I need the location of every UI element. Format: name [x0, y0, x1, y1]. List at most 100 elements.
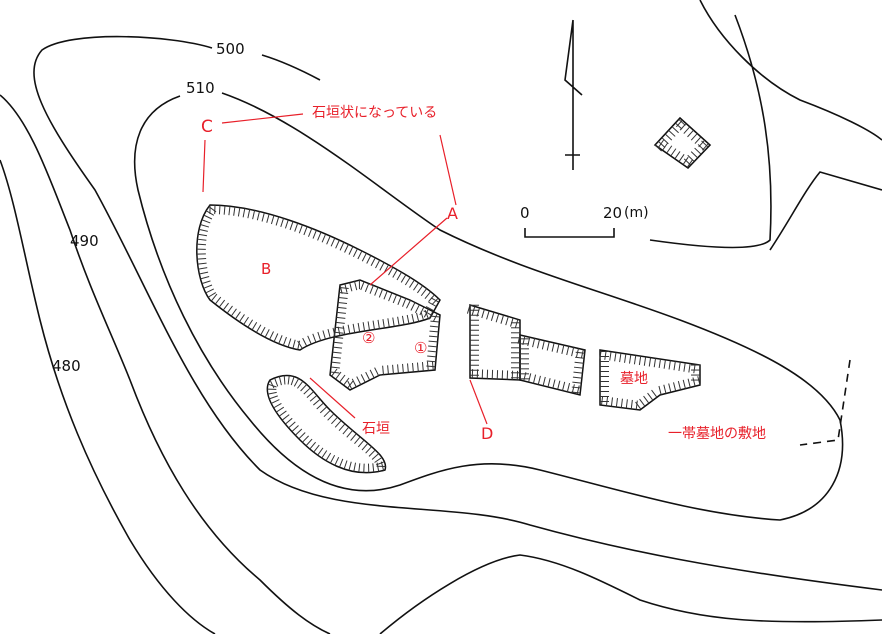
hachure-mark	[486, 310, 490, 320]
hachure-mark	[638, 356, 642, 366]
hachure-mark	[365, 446, 373, 454]
hachure-mark	[366, 255, 372, 264]
contour-480-line	[0, 159, 216, 634]
hachure-mark	[293, 378, 300, 387]
enclosure-2-outline	[329, 279, 441, 391]
contour-510-line	[133, 92, 844, 521]
hachure-mark	[297, 380, 304, 389]
hachure-mark	[387, 318, 390, 328]
hachure-mark	[561, 345, 565, 355]
hachure-mark	[218, 205, 221, 215]
hachure-mark	[237, 207, 241, 217]
hachure-mark	[197, 238, 207, 241]
hachure-mark	[298, 432, 306, 440]
contour-label-510: 510	[186, 79, 215, 97]
hachure-mark	[334, 420, 342, 428]
hachure-mark	[199, 271, 209, 275]
hachure-mark	[409, 279, 415, 288]
hachure-mark	[297, 340, 301, 350]
hachure-mark	[692, 377, 696, 387]
hachure-mark	[312, 230, 317, 239]
hachure-mark	[620, 398, 623, 408]
hachure-mark	[317, 231, 322, 241]
hachure-mark	[306, 391, 315, 398]
hachure-mark	[339, 284, 343, 294]
label-a: A	[447, 204, 458, 223]
contour-lower-line	[379, 554, 882, 634]
hachure-mark	[289, 221, 294, 231]
hachure-mark	[291, 425, 299, 432]
hachure-mark	[269, 331, 274, 340]
hachure-mark	[416, 362, 419, 372]
hachure-mark	[495, 313, 500, 323]
hachure-mark	[576, 385, 580, 395]
hachure-mark	[392, 317, 395, 327]
hachure-mark	[658, 385, 662, 395]
hachure-mark	[287, 338, 292, 348]
hachure-mark	[643, 356, 647, 366]
lower-spur	[266, 374, 387, 474]
hachure-mark	[234, 311, 241, 320]
hachure-mark	[201, 280, 211, 285]
hachure-mark	[663, 359, 666, 369]
hachure-mark	[371, 453, 380, 460]
hachure-mark	[424, 291, 432, 299]
hachure-mark	[678, 361, 681, 372]
hachure-mark	[332, 351, 342, 354]
hachure-mark	[574, 361, 584, 364]
hachure-mark	[407, 363, 409, 373]
hachure-mark	[361, 442, 369, 451]
hachure-mark	[536, 339, 540, 349]
hachure-mark	[367, 321, 370, 331]
hachure-mark	[547, 378, 551, 388]
hachure-mark	[317, 331, 322, 341]
hachure-mark	[370, 257, 376, 266]
hachure-mark	[330, 237, 336, 247]
contour-500-line	[33, 35, 882, 591]
hachure-mark	[360, 374, 366, 383]
hachure-mark	[651, 389, 658, 398]
hachure-mark	[252, 210, 256, 220]
hachure-mark	[239, 314, 245, 323]
hachure-mark	[428, 345, 438, 348]
hachure-mark	[412, 362, 414, 373]
hachure-mark	[401, 315, 405, 325]
hachure-mark	[600, 396, 604, 406]
cemetery-outline	[519, 334, 701, 411]
hachure-mark	[425, 306, 435, 312]
hachure-mark	[271, 399, 280, 404]
hachure-mark	[333, 346, 343, 349]
hachure-mark	[571, 347, 575, 357]
hachure-mark	[323, 409, 331, 418]
hachure-mark	[633, 355, 637, 365]
hachure-mark	[358, 463, 361, 473]
hachure-mark	[580, 349, 584, 359]
hachure-mark	[305, 438, 313, 447]
enclosure-b-outline	[196, 204, 441, 351]
hachure-mark	[322, 330, 326, 340]
hachure-mark	[682, 156, 689, 165]
hachure-mark	[400, 274, 407, 283]
hachure-mark	[349, 282, 353, 292]
label-cemetery: 墓地	[620, 371, 648, 387]
hachure-mark	[374, 367, 380, 376]
hachure-mark	[428, 301, 437, 307]
hachure-mark	[222, 302, 229, 311]
hachure-mark	[658, 140, 666, 148]
hachure-mark	[321, 450, 328, 459]
hachure-mark	[313, 398, 321, 406]
hachure-mark	[256, 211, 260, 221]
hachure-mark	[330, 366, 340, 369]
hachure-mark	[701, 140, 709, 148]
scale-start: 0	[520, 204, 530, 222]
hachure-mark	[333, 341, 343, 344]
hachure-mark	[317, 447, 324, 456]
hachure-mark	[575, 356, 585, 359]
hachure-mark	[352, 248, 358, 258]
hachure-mark	[374, 287, 379, 296]
hachure-mark	[643, 395, 650, 404]
hachure-mark	[678, 154, 685, 162]
hachure-mark	[309, 395, 318, 402]
hachure-mark	[378, 288, 384, 298]
